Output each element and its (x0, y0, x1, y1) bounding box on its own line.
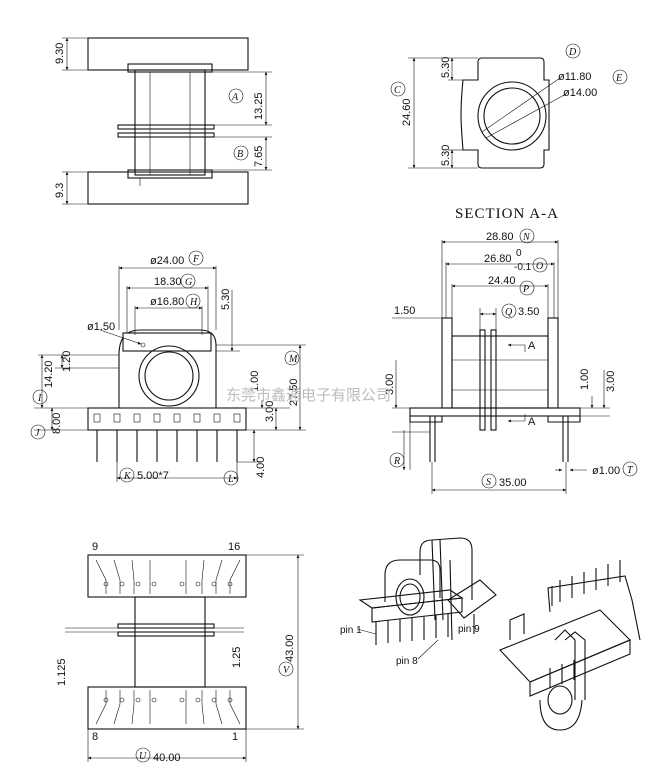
pin-label-16: 16 (228, 541, 240, 553)
dim-3-50: 3.50 (518, 306, 539, 318)
watermark: 东莞市鑫通电子有限公司 (226, 386, 391, 404)
side-section-view: A A 28.80 N 26.80 0 -0.1 O 24.40 P Q 3.5… (384, 228, 638, 494)
callout-a: A (231, 92, 239, 103)
callout-e: E (615, 73, 622, 84)
callout-b: B (237, 149, 243, 160)
dim-4-00: 4.00 (255, 457, 267, 478)
section-mark-a-bottom: A (528, 416, 536, 428)
callout-v: V (283, 665, 291, 676)
front-slot-row (93, 413, 241, 423)
dim-d1-50: ø1.50 (87, 321, 115, 333)
dim-d11-80: ø11.80 (558, 71, 591, 83)
callout-h: H (189, 297, 198, 308)
callout-t: T (627, 465, 634, 476)
dim-d24-00: ø24.00 (150, 255, 184, 267)
iso-label-pin8: pin 8 (396, 656, 418, 667)
dim-7-65: 7.65 (253, 146, 265, 167)
dim-d1-00: ø1.00 (592, 465, 620, 477)
dim-3-00-front: 3.00 (264, 401, 276, 422)
dim-5-30-top: 5.30 (440, 57, 452, 78)
dim-3-00-left: 3.00 (384, 374, 396, 395)
iso-label-pin1: pin 1 (340, 625, 362, 636)
callout-p: P (522, 284, 529, 295)
isometric-view-2 (499, 560, 641, 731)
callout-d: D (568, 47, 577, 58)
bottom-view: 9 16 8 1 (56, 541, 304, 764)
callout-g: G (185, 277, 192, 288)
dim-d16-80: ø16.80 (150, 296, 184, 308)
callout-i: I (37, 393, 42, 404)
callout-m: M (288, 354, 298, 365)
front-pin-row (96, 430, 238, 462)
dim-26-80-tol-bottom: -0.1 (514, 262, 532, 273)
dim-35-00: 35.00 (499, 477, 527, 489)
dim-28-80: 28.80 (486, 231, 514, 243)
callout-k: K (123, 471, 132, 482)
dim-1-50-side: 1.50 (394, 305, 415, 317)
pin-label-9: 9 (92, 541, 98, 553)
dim-26-80-tol-top: 0 (516, 248, 522, 259)
dim-5-30-bottom: 5.30 (440, 145, 452, 166)
callout-c: C (394, 85, 401, 96)
dim-27-50: 27.50 (288, 378, 300, 406)
callout-o: O (536, 261, 543, 272)
dim-3-00-right: 3.00 (605, 371, 617, 392)
dim-43-00: 43.00 (284, 634, 296, 662)
dim-26-80: 26.80 (484, 253, 512, 265)
callout-f: F (192, 254, 200, 265)
section-mark-a-top: A (528, 340, 536, 352)
dim-5-30-front: 5.30 (220, 289, 232, 310)
dim-1-125: 1.125 (56, 658, 68, 686)
dim-9-3: 9.3 (54, 183, 66, 198)
isometric-view-1: pin 1 pin 8 pin 9 (340, 537, 497, 667)
bottom-pin-pattern (95, 690, 241, 725)
callout-j: J (35, 428, 40, 439)
callout-n: N (522, 232, 531, 243)
dim-9-30: 9.30 (54, 43, 66, 64)
iso-label-pin9: pin 9 (458, 624, 480, 635)
dim-18-30: 18.30 (154, 276, 182, 288)
pin-label-1: 1 (232, 731, 238, 743)
dim-40-00: 40.00 (153, 752, 181, 764)
callout-l: L (227, 474, 234, 485)
dim-d14-00: ø14.00 (563, 87, 597, 99)
dim-14-20: 14.20 (43, 360, 55, 388)
dim-1-00-right: 1.00 (579, 369, 591, 390)
dim-1-00-front: 1.00 (249, 371, 261, 392)
pin-label-8: 8 (92, 731, 98, 743)
side-view: 9.30 9.3 13.25 A 7.65 B (54, 37, 272, 205)
dim-8-00: 8.00 (51, 413, 63, 434)
callout-s: S (486, 477, 491, 488)
dim-24-60: 24.60 (401, 98, 413, 126)
dim-24-40: 24.40 (488, 275, 516, 287)
section-title: SECTION A-A (455, 206, 559, 222)
dim-13-25: 13.25 (253, 92, 265, 120)
dim-5-00x7: 5.00*7 (137, 470, 169, 482)
dim-1-25: 1.25 (231, 647, 243, 668)
top-pin-pattern (95, 559, 241, 594)
callout-u: U (139, 751, 147, 762)
callout-q: Q (505, 307, 513, 318)
dim-1-20: 1.20 (61, 351, 73, 372)
section-a-a-view: ø11.80 ø14.00 D E 24.60 C 5.30 5.30 SECT… (390, 43, 628, 222)
callout-r: R (393, 456, 400, 467)
front-view: ø24.00 F 18.30 G ø16.80 H 5.30 ø1.50 14.… (30, 250, 306, 486)
